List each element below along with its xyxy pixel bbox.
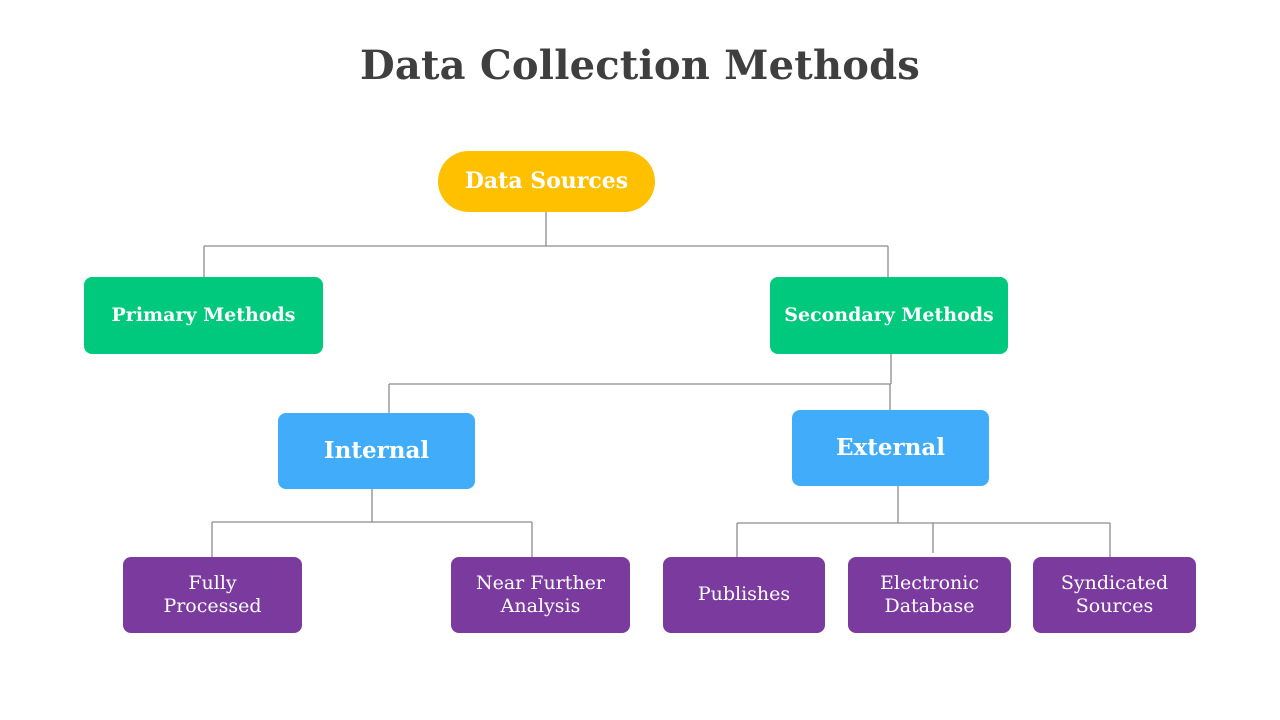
node-syndicated-sources: Syndicated Sources <box>1033 557 1196 633</box>
node-publishes: Publishes <box>663 557 825 633</box>
diagram-title: Data Collection Methods <box>359 42 921 89</box>
node-external: External <box>792 410 989 486</box>
node-fully-processed: Fully Processed <box>123 557 302 633</box>
node-secondary-methods: Secondary Methods <box>770 277 1008 354</box>
node-internal: Internal <box>278 413 475 489</box>
node-data-sources: Data Sources <box>438 151 655 212</box>
node-primary-methods: Primary Methods <box>84 277 323 354</box>
node-near-further-analysis: Near Further Analysis <box>451 557 630 633</box>
node-electronic-database: Electronic Database <box>848 557 1011 633</box>
